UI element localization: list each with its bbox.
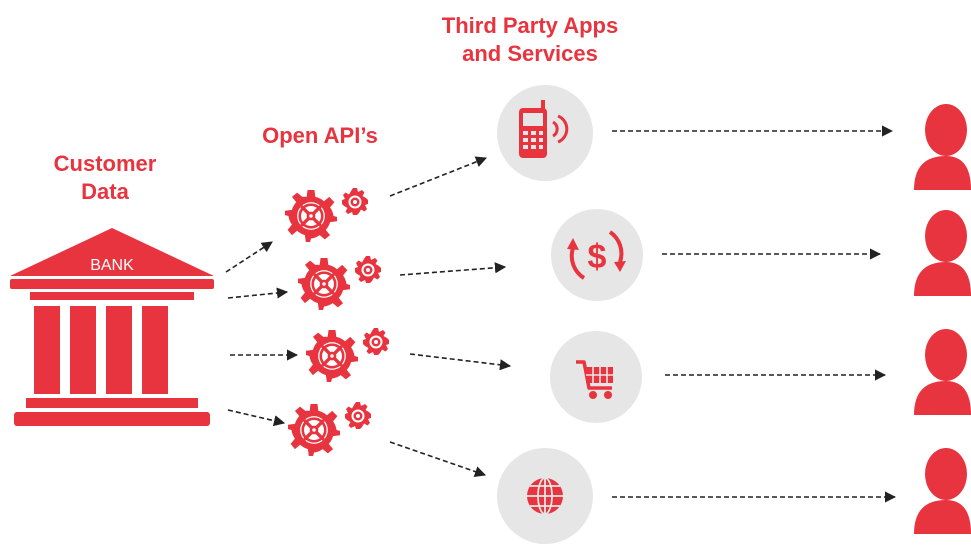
api-gear-1	[285, 188, 368, 242]
service-phone	[497, 85, 593, 181]
customer-data-heading-line1: Customer	[53, 151, 157, 176]
user-icon-1	[914, 104, 971, 190]
arrow-api-to-globe	[389, 441, 487, 477]
service-exchange: $	[551, 209, 643, 301]
third-party-heading-line1: Third Party Apps	[441, 13, 619, 38]
arrow-bank-to-api-2	[227, 287, 289, 299]
arrow-api-to-phone	[389, 156, 488, 197]
svg-text:$: $	[588, 238, 607, 276]
mobile-phone-icon	[519, 100, 569, 158]
third-party-heading-line2: and Services	[462, 41, 598, 66]
api-gear-3	[306, 328, 389, 382]
customer-data-heading-line2: Data	[81, 179, 129, 204]
user-icon-4	[914, 448, 971, 534]
user-icon-3	[914, 329, 971, 415]
bank-icon: BANK	[10, 228, 214, 426]
bank-sign: BANK	[90, 257, 134, 274]
api-gear-2	[298, 256, 381, 310]
arrow-api-to-exchange	[399, 262, 507, 276]
service-cart	[550, 331, 642, 423]
customer-data-heading: Customer Data	[20, 150, 190, 206]
shopping-cart-icon	[576, 360, 613, 399]
user-icon-2	[914, 210, 971, 296]
dollar-exchange-icon: $	[567, 230, 626, 280]
arrow-bank-to-api-1	[225, 241, 273, 273]
open-apis-heading: Open API’s	[262, 123, 378, 148]
arrow-bank-to-api-4	[227, 409, 286, 427]
api-gear-4	[288, 402, 371, 456]
third-party-heading: Third Party Apps and Services	[400, 12, 660, 68]
globe-icon	[527, 477, 563, 515]
arrow-api-to-cart	[409, 353, 512, 371]
service-globe	[497, 448, 593, 544]
